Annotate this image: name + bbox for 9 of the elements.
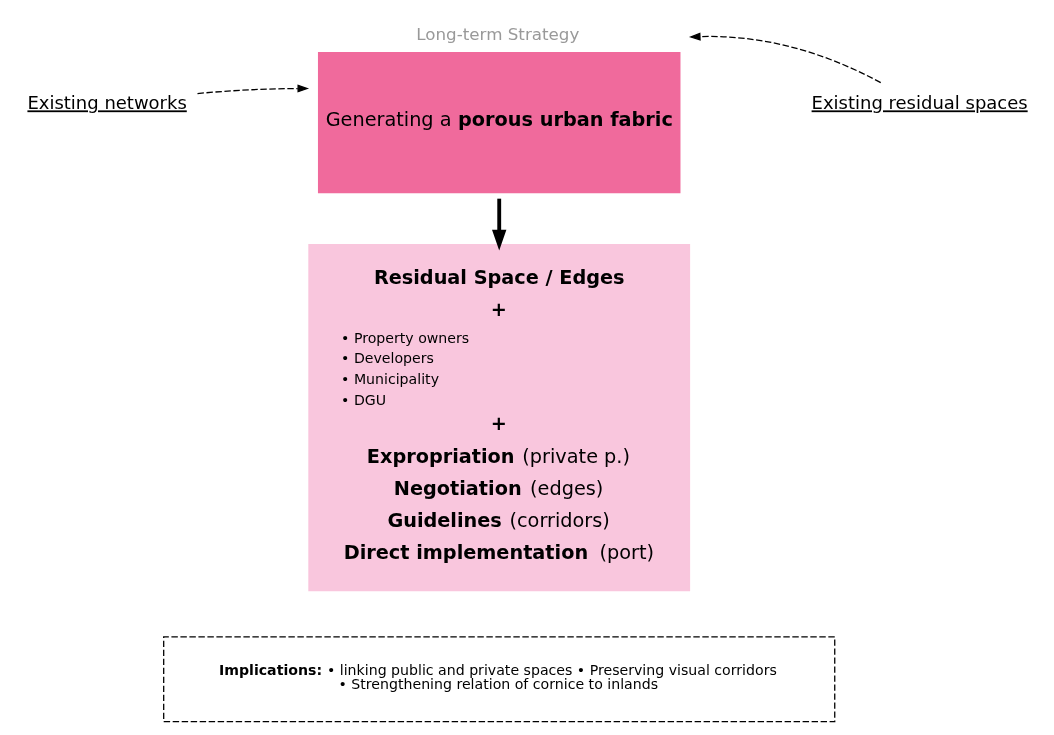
node-box: Residual Space / Edges + • Property owners • Developers • Municipality • DGU + Expropriation (private p.) Negotiation (edges) Guidelines (corridors) Direct implementation (port) bbox=[307, 244, 690, 592]
node-label: Long-term Strategy bbox=[415, 23, 579, 44]
node-text: Existing networks bbox=[26, 92, 187, 114]
arrow bbox=[688, 32, 881, 84]
node-box: Implications: • linking public and private spaces • Preserving visual corridors • Strengthening relation of cornice to inlands bbox=[162, 636, 835, 723]
node-text: Existing residual spaces bbox=[811, 92, 1028, 114]
arrow bbox=[491, 198, 506, 251]
node-box: Generating a porous urban fabric bbox=[317, 51, 680, 194]
arrow bbox=[196, 84, 309, 95]
